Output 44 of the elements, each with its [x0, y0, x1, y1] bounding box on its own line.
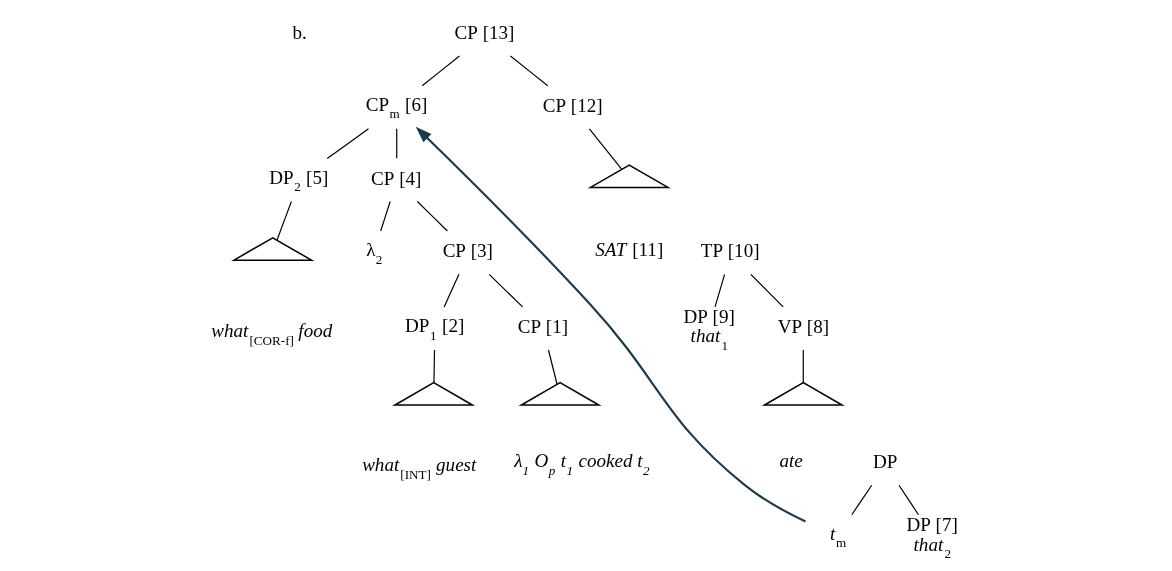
connector: [802, 349, 804, 384]
node-triangle: [392, 381, 476, 406]
node-triangle: [231, 236, 315, 261]
node-label: what$_{[INT]}$ guest: [362, 454, 477, 482]
node-text: λ$_{2}$: [366, 239, 383, 267]
connector: [326, 128, 370, 160]
node-text: DP$_{2}$ [5]: [269, 166, 329, 195]
connector: [588, 128, 623, 170]
node-text: VP [8]: [777, 315, 830, 337]
arrow: [415, 126, 806, 523]
connector: [433, 349, 436, 384]
node-triangle: [518, 381, 602, 406]
connector: [380, 200, 391, 232]
node-text: CP [4]: [371, 167, 422, 189]
node-text: DP$_{1}$ [2]: [405, 315, 465, 343]
node-text: CP$_{m}$ [6]: [365, 93, 428, 122]
connector: [547, 349, 558, 385]
connector: [750, 273, 784, 308]
connector: [276, 200, 292, 241]
node-text: CP [1]: [517, 315, 569, 337]
node-triangle: [761, 381, 845, 406]
connector: [421, 55, 461, 87]
node-text: CP [3]: [442, 240, 493, 262]
connector: [416, 200, 448, 232]
connector: [509, 55, 549, 87]
node-label: ate: [779, 450, 803, 472]
node-text: t$_{m}$: [830, 522, 847, 551]
node-text: DP: [873, 451, 898, 473]
connector: [396, 128, 398, 159]
node-text: SAT [11]: [595, 239, 664, 261]
node-text: CP [13]: [454, 22, 515, 44]
label: b.: [292, 22, 307, 44]
node-text: DP [7] that$_{2}$: [906, 514, 958, 562]
connector: [898, 484, 920, 516]
node-text: TP [10]: [700, 240, 760, 262]
connector: [488, 273, 524, 308]
node-text: CP [12]: [542, 94, 603, 116]
node-triangle: [587, 164, 671, 189]
connector: [851, 484, 873, 516]
connector: [714, 273, 726, 308]
node-label: λ$_{1}$ O$_{p}$ t$_{1}$ cooked t$_{2}$: [514, 450, 650, 478]
node-text: DP [9] that$_{1}$: [683, 306, 735, 353]
node-label: what$_{[COR-f]}$ food: [211, 320, 333, 348]
connector: [443, 273, 460, 308]
